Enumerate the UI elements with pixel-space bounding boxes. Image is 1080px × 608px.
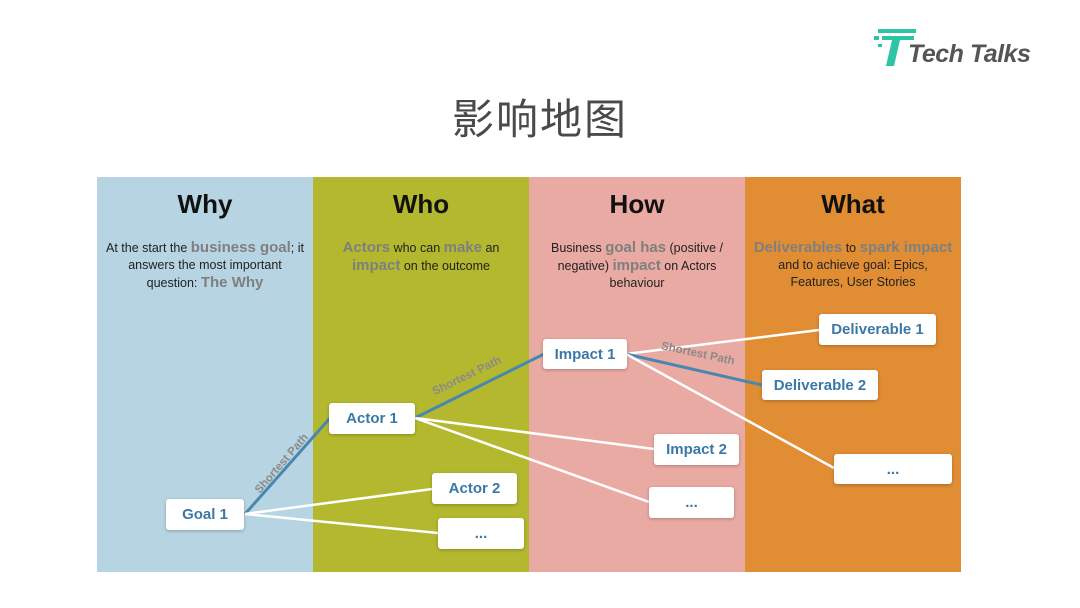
column-desc-why: At the start the business goal; it answe…: [105, 239, 305, 292]
desc-text: to: [842, 241, 860, 255]
desc-text: At the start the: [106, 241, 191, 255]
column-desc-who: Actors who can make an impact on the out…: [321, 239, 521, 275]
node-goal-1[interactable]: Goal 1: [166, 499, 244, 530]
logo-text: Tech Talks: [908, 40, 1031, 68]
edge-goal1-actor2: [244, 487, 433, 516]
desc-highlight: Deliverables: [753, 239, 843, 256]
desc-text: an: [482, 241, 500, 255]
desc-highlight: The Why: [200, 274, 264, 291]
node-deliverable-2[interactable]: Deliverable 2: [762, 370, 878, 400]
column-title-what: What: [821, 189, 885, 219]
edge-impact1-deliverable-more: [625, 352, 835, 470]
page-title: 影响地图: [451, 95, 628, 144]
desc-text: ; it answers the most important question…: [128, 241, 304, 290]
edge-goal1-actor-more: [244, 512, 439, 535]
column-desc-what: Deliverables to spark impact and to achi…: [753, 239, 953, 291]
column-title-why: Why: [177, 189, 233, 219]
node-deliverable-1[interactable]: Deliverable 1: [819, 314, 936, 345]
edge-goal1-actor1: [243, 417, 332, 515]
desc-text: (positive / negative): [557, 241, 724, 273]
desc-highlight: impact: [612, 257, 661, 274]
column-title-who: Who: [392, 189, 450, 219]
edge-impact1-deliverable1: [625, 328, 820, 356]
node-impact-2[interactable]: Impact 2: [654, 434, 739, 465]
column-desc-how: Business goal has (positive / negative) …: [537, 239, 737, 292]
desc-text: on the outcome: [400, 259, 490, 273]
edge-actor1-impact2: [414, 416, 655, 451]
node-impact-1[interactable]: Impact 1: [543, 339, 627, 369]
node-actor-more[interactable]: ...: [438, 518, 524, 549]
desc-highlight: goal has: [605, 239, 667, 256]
node-impact-more[interactable]: ...: [649, 487, 734, 518]
desc-highlight: impact: [351, 257, 401, 274]
desc-text: Business: [550, 241, 606, 255]
desc-highlight: business goal: [190, 239, 291, 256]
edge-impact1-deliverable2: [625, 352, 763, 387]
desc-highlight: spark impact: [859, 239, 953, 256]
edge-actor1-impact-more: [414, 416, 650, 504]
desc-text: and to achieve goal: Epics, Features, Us…: [778, 258, 928, 289]
node-actor-2[interactable]: Actor 2: [432, 473, 517, 504]
node-actor-1[interactable]: Actor 1: [329, 403, 415, 434]
desc-highlight: Actors: [342, 239, 391, 256]
tech-talks-logo-icon: [874, 29, 916, 66]
edge-actor1-impact1: [414, 352, 545, 420]
desc-text: who can: [390, 241, 444, 255]
node-deliverable-more[interactable]: ...: [834, 454, 952, 484]
desc-text: on Actors behaviour: [609, 259, 717, 290]
column-title-how: How: [609, 189, 665, 219]
desc-highlight: make: [443, 239, 482, 256]
column-who: Who Actors who can make an impact on the…: [313, 177, 529, 572]
